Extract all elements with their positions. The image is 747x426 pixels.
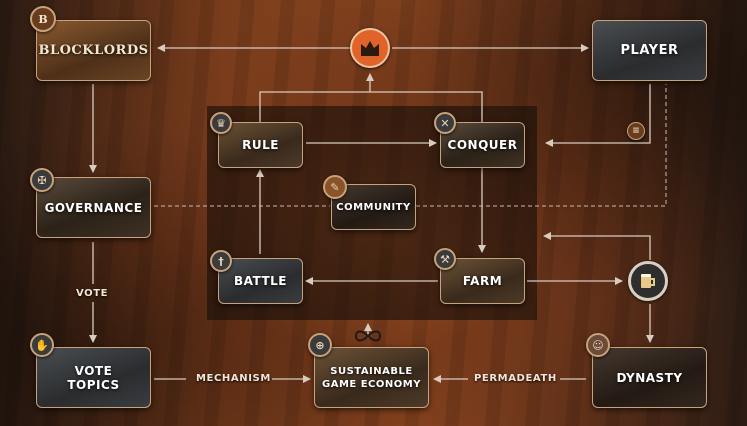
governance-label: GOVERNANCE (44, 200, 143, 215)
coin-icon: ⊕ (308, 333, 332, 357)
blocklords-logo-badge: B (30, 6, 56, 32)
infinity-icon (354, 330, 382, 342)
crown-icon[interactable] (350, 28, 390, 68)
conquer-label: CONQUER (447, 138, 518, 152)
conquer-node[interactable]: CONQUER (440, 122, 525, 168)
economy-node[interactable]: SUSTAINABLE GAME ECONOMY (314, 347, 429, 408)
vote-topics-label: VOTE TOPICS (67, 363, 120, 392)
hammer-icon: ⚒ (434, 248, 456, 270)
crown-small-icon: ♛ (210, 112, 232, 134)
dynasty-node[interactable]: DYNASTY (592, 347, 707, 408)
farm-node[interactable]: FARM (440, 258, 525, 304)
crown-glyph (361, 41, 379, 56)
hand-icon: ✋ (30, 333, 54, 357)
vote-topics-node[interactable]: VOTE TOPICS (36, 347, 151, 408)
player-node[interactable]: PLAYER (592, 20, 707, 81)
feather-icon: ✎ (323, 175, 347, 199)
mechanism-edge-label: MECHANISM (196, 373, 271, 384)
governance-node[interactable]: GOVERNANCE (36, 177, 151, 238)
player-label: PLAYER (620, 43, 679, 58)
vote-edge-label: VOTE (76, 288, 109, 299)
blocklords-logo-letter: B (38, 12, 48, 26)
arrow-tavern-to-panel (543, 232, 651, 260)
arrow-rule-conquer-to-crown (259, 91, 483, 122)
dashed-community-to-player (416, 84, 667, 207)
scroll-icon: ≡ (627, 122, 645, 140)
community-label: COMMUNITY (336, 201, 411, 213)
permadeath-edge-label: PERMADEATH (474, 373, 557, 384)
rule-node[interactable]: RULE (218, 122, 303, 168)
face-icon: ☺ (586, 333, 610, 357)
arrow-player-to-conquer (545, 84, 651, 147)
mug-glyph (641, 274, 655, 288)
farm-label: FARM (462, 274, 503, 288)
beer-mug-icon[interactable] (628, 261, 668, 301)
rule-label: RULE (242, 138, 279, 152)
dynasty-label: DYNASTY (616, 370, 683, 385)
battle-node[interactable]: BATTLE (218, 258, 303, 304)
blocklords-node[interactable]: BLOCKLORDS (36, 20, 151, 81)
shield-cross-icon: ✠ (30, 168, 54, 192)
sword-icon: † (210, 250, 232, 272)
battle-label: BATTLE (234, 274, 287, 288)
blocklords-label: BLOCKLORDS (38, 43, 149, 58)
crossed-swords-icon: ✕ (434, 112, 456, 134)
economy-label: SUSTAINABLE GAME ECONOMY (322, 365, 421, 390)
